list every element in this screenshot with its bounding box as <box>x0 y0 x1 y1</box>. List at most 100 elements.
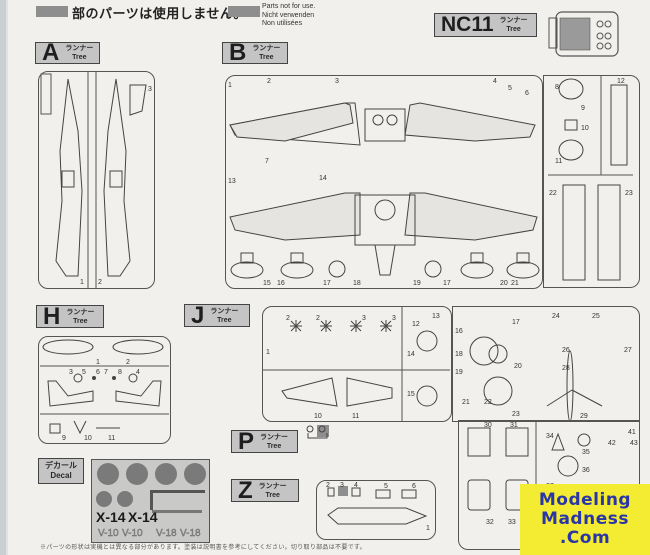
roundel <box>117 491 133 507</box>
part-number: 5 <box>508 85 512 92</box>
part-number: 35 <box>582 449 590 456</box>
runner-jp: ランナー <box>260 433 289 441</box>
decal-marking-v10: V-10 <box>98 528 119 539</box>
part-number: 3 <box>340 482 344 489</box>
part-number: 2 <box>316 315 320 322</box>
runner-jp: ランナー <box>252 45 281 52</box>
runner-a-parts: 3 1 2 <box>40 71 152 289</box>
unused-parts-swatch-en <box>228 6 260 17</box>
nc11-runner-diagram <box>548 11 619 57</box>
watermark-logo[interactable]: Modeling Madness .Com <box>520 484 650 555</box>
part-number: 15 <box>407 391 415 398</box>
tree-letter: B <box>229 39 247 66</box>
part-number: 18 <box>455 351 463 358</box>
part-number: 13 <box>228 178 236 185</box>
runner-jp: ランナー <box>65 45 94 52</box>
part-number: 7 <box>265 158 269 165</box>
runner-en: Tree <box>259 54 274 61</box>
part-number: 5 <box>82 369 86 376</box>
part-number: 10 <box>314 413 322 420</box>
part-number: 6 <box>96 369 100 376</box>
tree-letter: J <box>191 301 205 329</box>
part-number: 17 <box>443 280 451 287</box>
part-number: 1 <box>266 349 270 356</box>
part-number: 22 <box>549 190 557 197</box>
runner-b-frame <box>225 75 543 289</box>
tree-letter: P <box>238 427 255 455</box>
runner-p-parts <box>306 425 329 439</box>
part-number: 4 <box>136 369 140 376</box>
part-number: 9 <box>581 105 585 112</box>
part-number: 17 <box>323 280 331 287</box>
part-number: 8 <box>555 84 559 91</box>
part-number: 19 <box>455 369 463 376</box>
tree-letter: Z <box>238 476 253 504</box>
unused-parts-jp-text: 部のパーツは使用しません。 <box>72 6 247 21</box>
part-number: 13 <box>432 313 440 320</box>
part-number: 22 <box>484 399 492 406</box>
runner-h-parts: 1 2 3 5 6 7 8 4 9 10 11 <box>40 339 169 442</box>
roundel <box>126 463 148 485</box>
part-number: 9 <box>62 435 66 442</box>
part-number: 1 <box>96 359 100 366</box>
part-number: 27 <box>624 347 632 354</box>
decal-label-en: Decal <box>50 471 72 480</box>
part-number: 2 <box>286 315 290 322</box>
watermark-line-1: Modeling <box>538 490 632 510</box>
legend-french: Non utilisées <box>262 20 303 27</box>
part-number: 14 <box>319 175 327 182</box>
legend-english: Parts not for use. <box>262 3 316 10</box>
runner-j-frame-right <box>452 306 640 422</box>
runner-en: Tree <box>265 491 280 499</box>
decal-marking-v10: V-10 <box>122 528 143 539</box>
unused-parts-swatch <box>36 6 68 17</box>
part-number: 42 <box>608 440 616 447</box>
part-number: 36 <box>582 467 590 474</box>
part-number: 21 <box>462 399 470 406</box>
scan-edge <box>0 0 6 555</box>
runner-en: Tree <box>73 317 88 325</box>
part-number: 5 <box>384 483 388 490</box>
decal-label-jp: デカール <box>45 461 77 470</box>
decal-marking-x14: X-14 <box>128 509 158 525</box>
runner-en: Tree <box>266 442 282 450</box>
decal-sheet-art: X-14 X-14 V-10 V-10 V-18 V-18 <box>96 463 206 539</box>
part-number: 11 <box>352 413 359 420</box>
part-number: 11 <box>108 435 115 442</box>
part-number: 17 <box>512 319 520 326</box>
part-number: 12 <box>617 78 625 85</box>
decal-marking-v18: V-18 <box>156 528 177 539</box>
tree-letter: H <box>43 302 61 330</box>
unused-parts-multilang: Parts not for use. Nicht verwenden Non u… <box>262 3 315 29</box>
runner-jp: ランナー <box>258 482 287 490</box>
tree-letter: NC11 <box>441 13 494 36</box>
part-number: 14 <box>407 351 415 358</box>
part-number: 4 <box>354 482 358 489</box>
tree-tag-b: B ランナー Tree <box>222 39 288 66</box>
part-number: 20 <box>514 363 522 370</box>
runner-j-parts: 1 2 2 3 3 10 11 12 13 14 15 16 17 18 19 … <box>262 306 632 422</box>
watermark-line-2: Madness <box>541 509 629 529</box>
part-number: 41 <box>628 429 636 436</box>
decal-sheet: X-14 X-14 V-10 V-10 V-18 V-18 <box>91 459 210 543</box>
part-number: 28 <box>562 365 570 372</box>
part-number: 3 <box>362 315 366 322</box>
decal-marking-v18: V-18 <box>180 528 201 539</box>
decal-marking-x14: X-14 <box>96 509 126 525</box>
part-number: 3 <box>69 369 73 376</box>
runner-en: Tree <box>217 316 232 324</box>
part-number: 33 <box>508 519 516 526</box>
part-number: 1 <box>80 279 84 286</box>
runner-jp: ランナー <box>210 307 239 315</box>
legend-german: Nicht verwenden <box>262 11 315 19</box>
roundel <box>184 463 206 485</box>
runner-z-parts: 2 3 4 5 6 1 <box>326 482 430 532</box>
scan-edge-highlight <box>6 0 8 555</box>
part-number: 19 <box>413 280 421 287</box>
decal-tag: デカール Decal <box>38 458 84 484</box>
